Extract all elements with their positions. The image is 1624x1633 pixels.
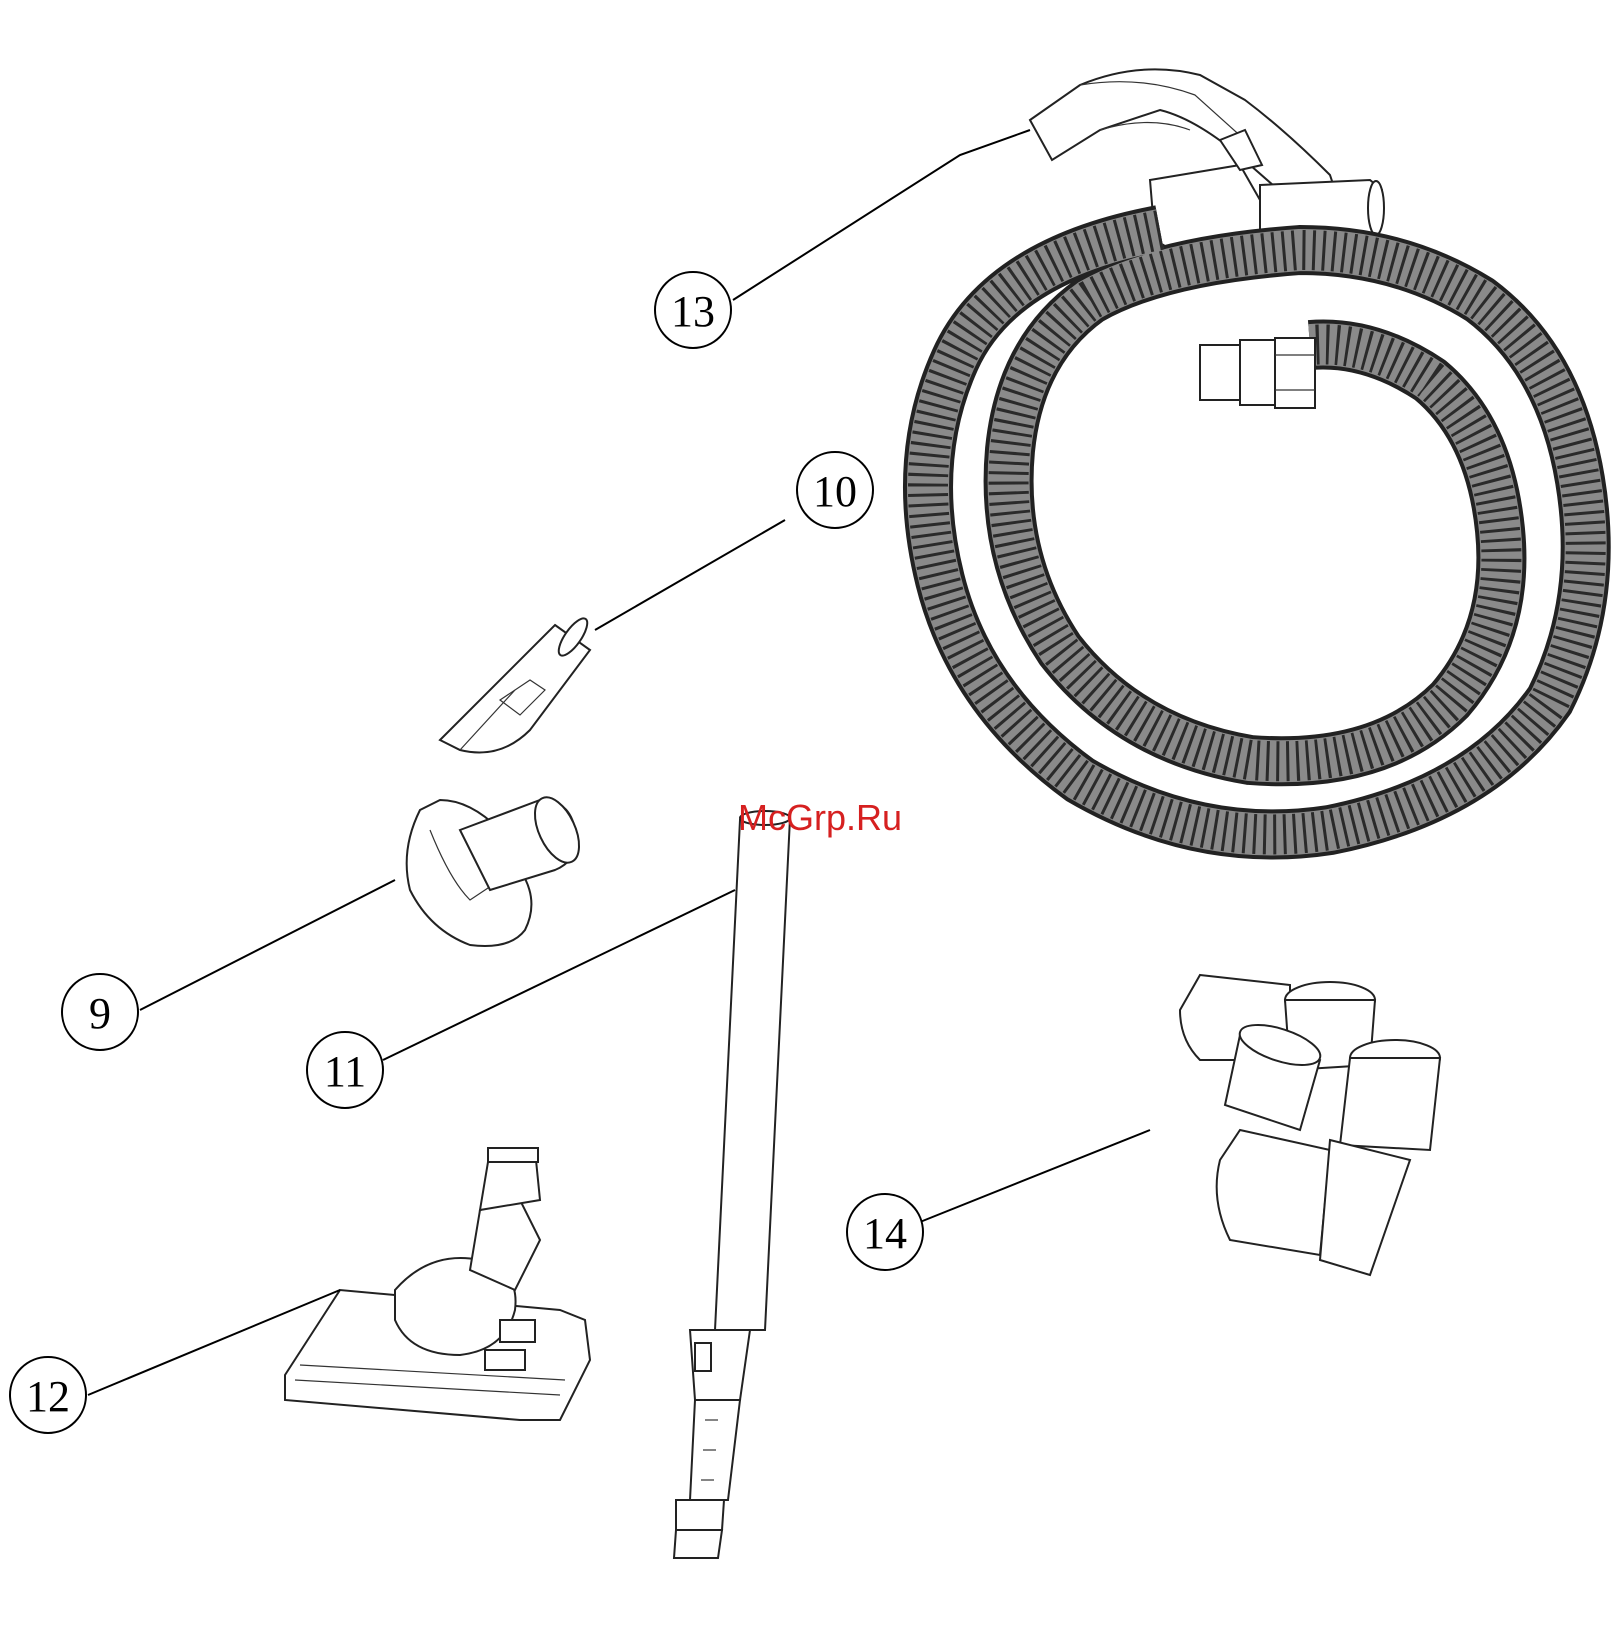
part-13-hose-assembly: [928, 69, 1586, 834]
callout-10-label: 10: [813, 467, 857, 516]
part-11-telescopic-tube: [674, 811, 790, 1558]
callout-11-label: 11: [324, 1047, 366, 1096]
callout-11: 11: [307, 1032, 383, 1108]
callout-13-label: 13: [671, 287, 715, 336]
part-10-crevice-nozzle: [440, 614, 592, 752]
part-9-upholstery-nozzle: [407, 791, 588, 946]
callout-9: 9: [62, 974, 138, 1050]
callout-13: 13: [655, 272, 731, 348]
watermark: McGrp.Ru: [738, 797, 902, 838]
callout-14-label: 14: [863, 1209, 907, 1258]
callout-9-label: 9: [89, 989, 111, 1038]
callout-14: 14: [847, 1194, 923, 1270]
callout-12-label: 12: [26, 1372, 70, 1421]
callout-10: 10: [797, 452, 873, 528]
part-12-floor-brush: [285, 1148, 590, 1420]
part-14-adapters: [1180, 975, 1440, 1275]
callout-12: 12: [10, 1357, 86, 1433]
